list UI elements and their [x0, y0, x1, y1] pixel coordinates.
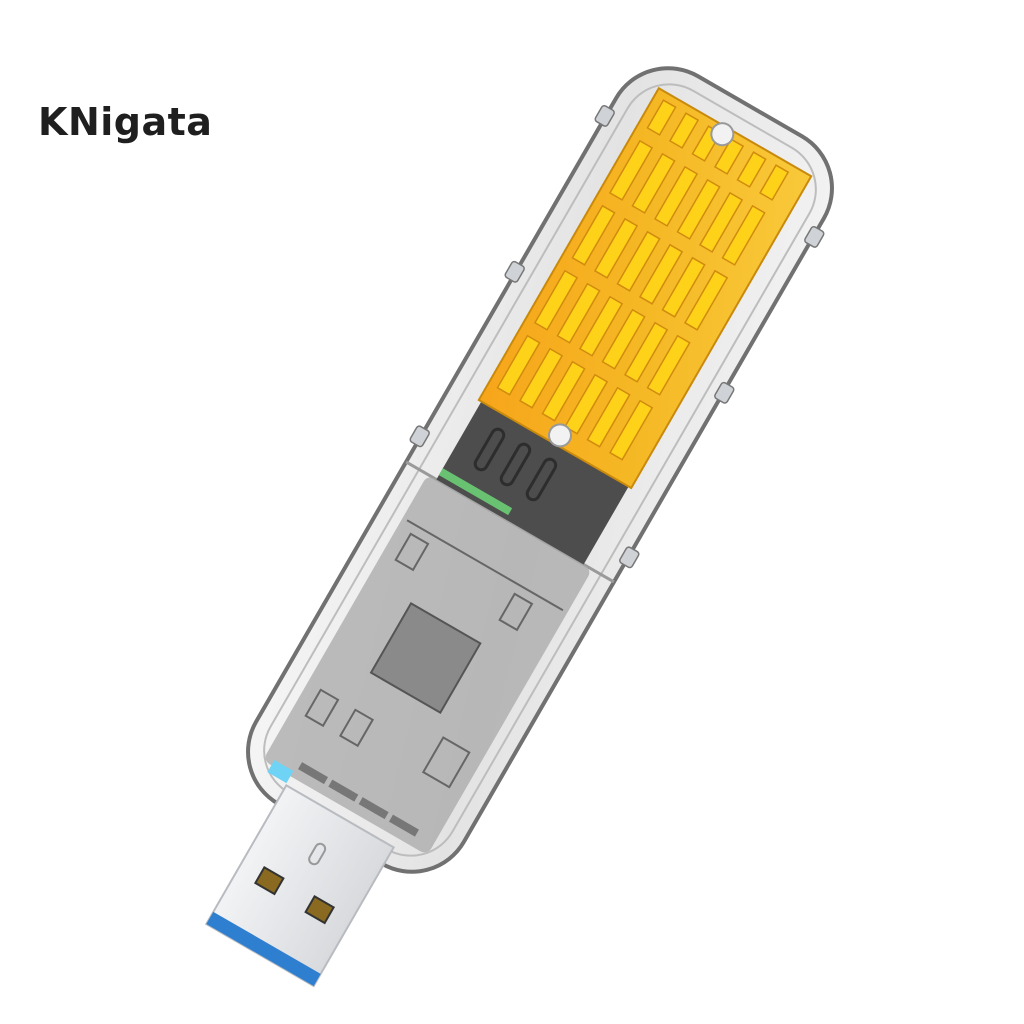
heatsink	[477, 86, 813, 490]
brand-logo: KNigata	[38, 100, 213, 144]
usb-contact	[304, 895, 336, 925]
status-led	[267, 760, 294, 784]
usb-a-plug	[204, 784, 396, 988]
usb-contact	[253, 866, 285, 896]
controller-pcb	[265, 477, 590, 853]
screw-icon	[548, 423, 572, 448]
m2-board	[436, 401, 629, 565]
controller-chip	[369, 602, 482, 715]
usb-tongue	[206, 911, 321, 986]
screw-icon	[710, 122, 735, 147]
